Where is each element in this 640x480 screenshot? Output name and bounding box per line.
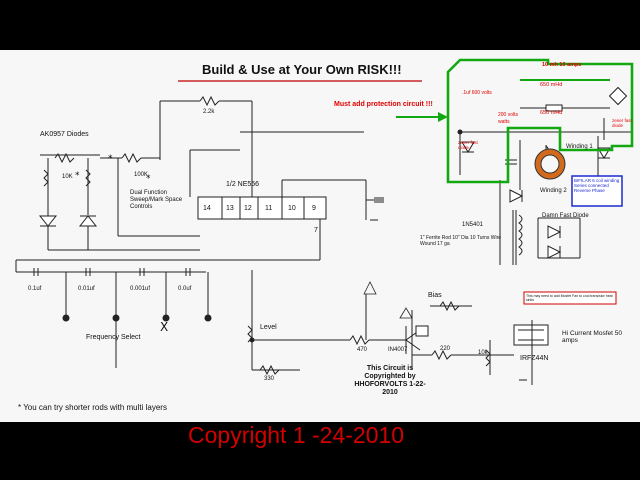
label-ferrite: 1" Ferrite Rod 10" Dia 10 Turns Wire Wou… (420, 235, 502, 247)
label-mh-650a: 650 mHd (540, 82, 563, 88)
ic-pin-13: 13 (226, 205, 234, 212)
svg-text:X: X (160, 320, 168, 334)
label-volts-200: 200 volts watts (498, 112, 519, 125)
ic-pin-11: 11 (265, 205, 273, 212)
ic-name: 1/2 NE556 (226, 181, 260, 188)
ic-pin-9: 9 (312, 205, 316, 212)
label-freq-select: Frequency Select (86, 334, 141, 341)
protection-warning: Must add protection circuit !!! (334, 101, 433, 108)
svg-text:*: * (75, 171, 80, 181)
label-mosfet: IRFZ44N (520, 355, 549, 362)
label-cap-4: 0.0uf (178, 286, 192, 292)
label-res-10k: 10K (62, 174, 73, 180)
schematic-title: Build & Use at Your Own RISK!!! (202, 62, 402, 77)
ic-pin-12: 12 (244, 205, 252, 212)
label-bias: Bias (428, 292, 442, 299)
label-winding1: Winding 1 (566, 144, 593, 150)
label-mh-650b: 650 mHd (540, 110, 563, 116)
label-blue-box: BIFILAR 6 coil winding Series connected … (574, 178, 620, 193)
schematic-wires: * * * X (15, 58, 634, 385)
label-uf-700: .1uf 600 volts (462, 90, 492, 96)
label-transistor: IN4007 (388, 347, 408, 353)
svg-text:*: * (146, 174, 151, 184)
label-zener-2: zener fast diode (612, 118, 632, 128)
label-damn-fast: Damn Fast Diode (542, 213, 589, 219)
label-cap-3: 0.001uf (130, 286, 151, 292)
label-res-top: 2.2k (203, 109, 215, 115)
label-res-220: 220 (440, 346, 451, 352)
label-cap-1: 0.1uf (28, 286, 42, 292)
label-diodes: AK0957 Diodes (40, 131, 89, 138)
label-res-330: 330 (264, 376, 275, 382)
label-diode-1: 1N5401 (462, 222, 484, 228)
label-cap-2: 0.01uf (78, 286, 95, 292)
label-amps-10: 10 mh 10 amps (542, 62, 582, 68)
label-mosfet-hi: Hi Current Mosfet 50 amps (562, 330, 622, 344)
label-dual-function: Dual Function Sweep/Mark Space Controls (130, 190, 183, 210)
label-res-10k-b: 10k (478, 350, 488, 356)
label-res-100k: 100K (134, 172, 149, 178)
label-level: Level (260, 324, 277, 331)
label-winding2: Winding 2 (540, 188, 567, 194)
svg-text:*: * (108, 154, 113, 164)
label-zener: zener fast diode (458, 140, 478, 150)
ic-pin-10: 10 (288, 205, 296, 212)
copyright-banner: Copyright 1 -24-2010 (188, 422, 405, 448)
copyright-note: This Circuit is Copyrighted by HHOFORVOL… (354, 365, 426, 396)
ic-pin-14: 14 (203, 205, 211, 212)
label-red-box: This may need to add Mosfet Fan to cool … (526, 294, 613, 302)
shorter-rods-note: * You can try shorter rods with multi la… (18, 403, 167, 412)
ic-pin-7: 7 (314, 227, 318, 234)
schematic-sheet: * * * X Build & Use at Your Own RISK!!! … (0, 50, 640, 422)
label-res-470: 470 (357, 347, 368, 353)
